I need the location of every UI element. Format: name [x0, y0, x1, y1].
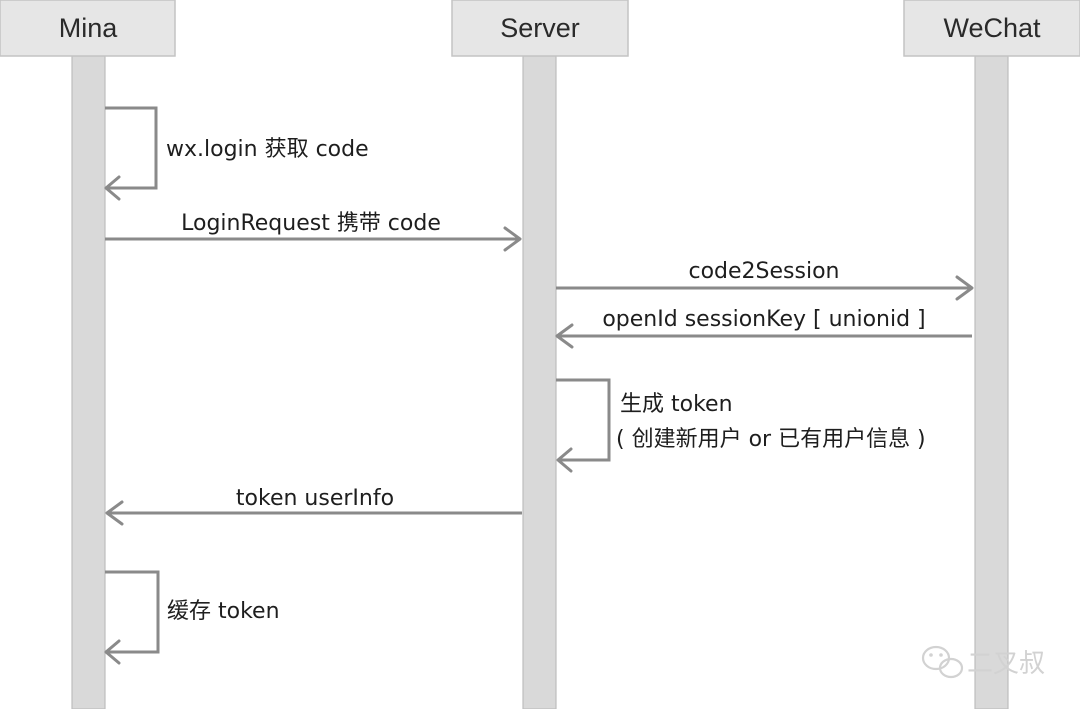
message-label: code2Session [689, 259, 840, 284]
message-wx-login: wx.login 获取 code [104, 106, 369, 201]
wechat-lifeline [974, 55, 1009, 709]
self-call-arrow-line [105, 570, 160, 654]
server-lifeline [522, 55, 557, 709]
actor-server-label: Server [500, 13, 580, 43]
mina-lifeline [71, 55, 106, 709]
message-token-userinfo: token userInfo [105, 486, 522, 526]
message-label: token userInfo [236, 486, 394, 511]
arrow-head [503, 226, 522, 252]
message-label: openId sessionKey [ unionid ] [602, 307, 925, 332]
arrow-head [955, 275, 974, 301]
actor-server: Server [451, 0, 629, 57]
self-call-arrow-line [105, 106, 158, 190]
arrow-head [104, 639, 121, 665]
watermark-text: 二叉叔 [967, 649, 1045, 679]
actor-wechat-label: WeChat [943, 13, 1041, 43]
actor-mina: Mina [0, 0, 176, 57]
message-label-line1: 生成 token [620, 392, 733, 417]
message-label-line2: ( 创建新用户 or 已有用户信息 ) [616, 427, 926, 452]
actor-wechat: WeChat [903, 0, 1080, 57]
arrow-head [556, 447, 573, 473]
message-label: LoginRequest 携带 code [181, 211, 441, 236]
message-label: 缓存 token [167, 599, 280, 624]
self-call-arrow-line [556, 378, 611, 462]
message-label: wx.login 获取 code [166, 137, 369, 162]
message-code2session: code2Session [556, 259, 974, 301]
message-generate-token: 生成 token ( 创建新用户 or 已有用户信息 ) [556, 378, 926, 473]
wechat-icon [921, 645, 964, 679]
arrow-head [555, 323, 574, 349]
watermark: 二叉叔 [921, 645, 1045, 679]
message-cache-token: 缓存 token [104, 570, 280, 665]
message-openid-sessionkey: openId sessionKey [ unionid ] [555, 307, 972, 349]
arrow-head [105, 500, 124, 526]
actor-mina-label: Mina [59, 13, 119, 43]
message-login-request: LoginRequest 携带 code [105, 211, 522, 252]
arrow-head [104, 175, 121, 201]
